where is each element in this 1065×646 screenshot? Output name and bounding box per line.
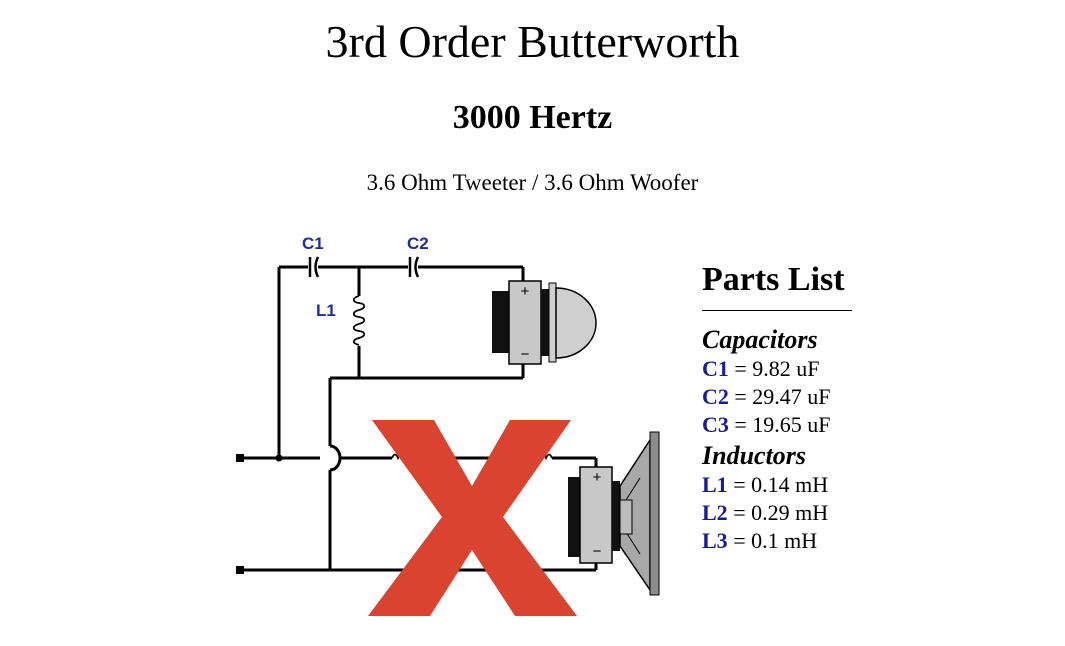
capacitors-heading: Capacitors bbox=[702, 325, 818, 354]
woofer-speaker: + − bbox=[568, 431, 660, 596]
input-terminal-positive bbox=[236, 454, 244, 462]
part-value: = 0.14 mH bbox=[727, 472, 829, 497]
part-value: = 0.29 mH bbox=[727, 500, 829, 525]
label-c1: C1 bbox=[302, 234, 324, 253]
parts-list: Parts List Capacitors C1 = 9.82 uF C2 = … bbox=[702, 258, 862, 555]
part-ref: L1 bbox=[702, 472, 728, 497]
impedance-description: 3.6 Ohm Tweeter / 3.6 Ohm Woofer bbox=[366, 170, 699, 195]
crossover-schematic: C1 C2 L1 + − + − bbox=[236, 234, 660, 616]
part-value: = 29.47 uF bbox=[728, 384, 831, 409]
part-ref: L3 bbox=[702, 528, 728, 553]
part-value: = 19.65 uF bbox=[728, 412, 831, 437]
part-ref: L2 bbox=[702, 500, 728, 525]
label-l1: L1 bbox=[316, 301, 336, 320]
junction-dot bbox=[275, 454, 283, 462]
part-row-c2: C2 = 29.47 uF bbox=[702, 383, 862, 411]
part-row-c3: C3 = 19.65 uF bbox=[702, 411, 862, 439]
part-row-l2: L2 = 0.29 mH bbox=[702, 499, 862, 527]
part-ref: C1 bbox=[702, 356, 729, 381]
capacitor-c2-symbol bbox=[408, 256, 420, 278]
woofer-minus-sign: − bbox=[593, 543, 602, 560]
label-c2: C2 bbox=[407, 234, 429, 253]
tweeter-plus-sign: + bbox=[521, 283, 530, 300]
part-row-c1: C1 = 9.82 uF bbox=[702, 355, 862, 383]
crossover-frequency: 3000 Hertz bbox=[452, 99, 613, 136]
inductor-l1-symbol bbox=[352, 295, 366, 346]
tweeter-speaker: + − bbox=[492, 280, 597, 365]
part-value: = 9.82 uF bbox=[728, 356, 820, 381]
parts-list-heading: Parts List bbox=[702, 258, 852, 311]
part-row-l1: L1 = 0.14 mH bbox=[702, 471, 862, 499]
page-title: 3rd Order Butterworth bbox=[325, 16, 740, 67]
tweeter-minus-sign: − bbox=[521, 346, 530, 363]
part-ref: C3 bbox=[702, 412, 729, 437]
inductors-heading: Inductors bbox=[702, 441, 807, 470]
part-row-l3: L3 = 0.1 mH bbox=[702, 527, 862, 555]
woofer-plus-sign: + bbox=[593, 469, 602, 486]
capacitor-c1-symbol bbox=[308, 256, 320, 278]
red-x-cross-mark bbox=[368, 420, 577, 616]
input-terminal-negative bbox=[236, 566, 244, 574]
part-ref: C2 bbox=[702, 384, 729, 409]
part-value: = 0.1 mH bbox=[727, 528, 818, 553]
